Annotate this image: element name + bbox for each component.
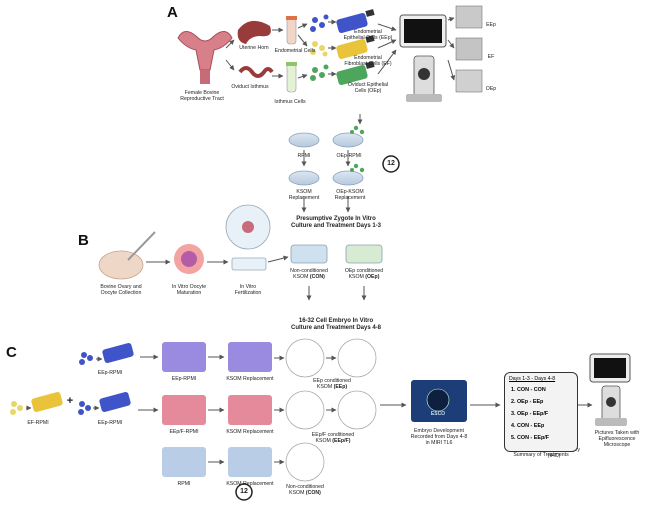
label-summary-title: Summary of Treatments — [513, 452, 569, 458]
label-micro-oep: OEp — [485, 86, 497, 92]
label-uterine-horn: Uterine Horn — [239, 45, 269, 51]
label-isthmus-cells: Isthmus Cells — [274, 99, 306, 105]
ksom-replacement-dish — [288, 170, 320, 186]
label-micro-ef: EF — [487, 54, 495, 60]
incubator-icon — [411, 380, 467, 422]
label-micro-eep: EEp — [486, 22, 496, 28]
needle-icon — [127, 231, 156, 261]
label-rpmi-c: RPMI — [177, 481, 191, 487]
eep-micrograph — [455, 5, 483, 29]
oep-cells-icon — [350, 125, 365, 173]
summary-row: 5. CON - EEp/F — [511, 435, 550, 441]
clock-icon-a — [382, 155, 400, 173]
section-label-a: A — [167, 4, 178, 21]
oviduct-cells-cluster-icon — [310, 64, 329, 81]
label-oep-conditioned: OEp conditioned KSOM (OEp) — [344, 268, 384, 280]
reproductive-tract-icon — [177, 31, 233, 84]
clock-icon-c — [235, 483, 253, 501]
eep-flask-c2 — [99, 392, 131, 412]
label-ksom-replacement-3: KSOM Replacement — [226, 481, 274, 487]
label-incubator: Embryo Development Recorded from Days 4-… — [410, 428, 468, 446]
eepf-dish-1 — [285, 390, 325, 430]
oviduct-isthmus-icon — [238, 66, 274, 78]
summary-header: Days 1-3 - Days 4-8 — [509, 376, 556, 382]
ef-micrograph — [455, 37, 483, 61]
label-oviduct-isthmus: Oviduct Isthmus — [231, 84, 269, 90]
summary-of-treatments-box: Days 1-3 - Days 4-8 1. CON - CON 2. OEp -… — [504, 372, 578, 452]
ksom-plate-3 — [228, 447, 272, 477]
label-rpmi-a: RPMI — [297, 153, 311, 159]
microscope-monitor-icon — [399, 14, 447, 102]
summary-row: 4. CON - EEp — [511, 423, 545, 429]
endometrial-cells-tube-icon — [286, 16, 297, 45]
eepf-rpmi-plate — [162, 395, 206, 425]
fibroblast-cells-cluster-icon — [310, 41, 328, 57]
label-eep-rpmi-flask-1: EEp-RPMI — [97, 370, 123, 376]
label-nonconditioned-c: Non-conditioned KSOM (CON) — [286, 484, 324, 496]
label-eepf-rpmi-plate: EEp/F-RPMI — [169, 429, 199, 435]
isthmus-cells-tube-icon — [286, 62, 297, 93]
label-eep-conditioned: EEp conditioned KSOM (EEp) — [313, 378, 351, 390]
uterine-horn-icon — [237, 20, 271, 44]
label-cell-embryo: 16-32 Cell Embryo In Vitro Culture and T… — [290, 318, 382, 331]
label-ivf: In Vitro Fertilization — [234, 284, 262, 296]
fertilization-plate-icon — [225, 204, 271, 271]
ovary-icon — [98, 250, 144, 280]
oocyte-icon — [174, 244, 204, 274]
label-pictures: Pictures Taken with Epifluorescence Micr… — [594, 430, 640, 448]
label-eepf-conditioned: EEp/F conditioned KSOM (EEp/F) — [311, 432, 355, 444]
label-ksom-replacement-2: KSOM Replacement — [226, 429, 274, 435]
eep-cells-c1 — [79, 352, 93, 365]
eep-rpmi-plate — [162, 342, 206, 372]
label-oep-rpmi: OEp-RPMI — [336, 153, 362, 159]
ksom-plate-2 — [228, 395, 272, 425]
ef-flask-icon — [336, 35, 375, 59]
label-eep-rpmi-plate: EEp-RPMI — [171, 376, 197, 382]
oep-ksom-dish — [332, 170, 364, 186]
summary-row: 3. OEp - EEp/F — [511, 411, 549, 417]
eep-flask-icon — [336, 9, 375, 33]
rpmi-dish-a — [288, 132, 320, 148]
summary-row: 2. OEp - EEp — [511, 399, 544, 405]
section-label-c: C — [6, 344, 17, 361]
label-eep-rpmi-flask-2: EEp-RPMI — [97, 420, 123, 426]
eep-cells-c2 — [78, 401, 91, 415]
eep-dish-2 — [337, 338, 377, 378]
oep-dish-b — [345, 244, 383, 264]
label-ovary: Bovine Ovary and Oocyte Collection — [100, 284, 142, 296]
epithelial-cells-cluster-icon — [310, 14, 329, 32]
label-eep-flask: Endometrial Epithelial Cells (EEp) — [343, 29, 393, 41]
epifluorescence-microscope-icon — [589, 353, 631, 426]
label-oep-ksom-replacement: OEp-KSOM Replacement — [334, 189, 366, 201]
clock-label-c: 12 — [240, 488, 248, 495]
oep-flask-icon — [336, 61, 375, 85]
eep-dish-1 — [285, 338, 325, 378]
section-label-b: B — [78, 232, 89, 249]
label-ksom-replacement: KSOM Replacement — [288, 189, 320, 201]
eep-flask-c1 — [102, 343, 134, 363]
ef-flask-c2 — [31, 392, 63, 412]
label-endometrial-cells: Endometrial Cells — [274, 48, 316, 54]
con-dish-c — [285, 442, 325, 482]
label-nonconditioned-b: Non-conditioned KSOM (CON) — [290, 268, 328, 280]
label-ef-flask: Endometrial Fibroblast Cells (EF) — [344, 55, 392, 67]
label-presumptive-zygote: Presumptive Zygote In Vitro Culture and … — [290, 216, 382, 229]
label-ef-rpmi: EF-RPMI — [27, 420, 49, 426]
label-ivm: In Vitro Oocyte Maturation — [171, 284, 207, 296]
oep-micrograph — [455, 69, 483, 93]
oep-rpmi-dish — [332, 132, 364, 148]
con-dish-b — [290, 244, 328, 264]
plus-sign: + — [66, 395, 74, 407]
ef-cells-c2 — [10, 401, 23, 415]
label-oep-flask: Oviduct Epithelial Cells (OEp) — [347, 82, 389, 94]
rpmi-plate — [162, 447, 206, 477]
clock-label-a: 12 — [387, 160, 395, 167]
label-ksom-replacement-1: KSOM Replacement — [226, 376, 274, 382]
eepf-dish-2 — [337, 390, 377, 430]
label-reproductive-tract: Female Bovine Reproductive Tract — [180, 90, 224, 102]
summary-row: 1. CON - CON — [511, 387, 546, 393]
ksom-plate-1 — [228, 342, 272, 372]
flow-arrows — [26, 17, 593, 465]
incubator-brand: ESCO — [430, 411, 446, 417]
